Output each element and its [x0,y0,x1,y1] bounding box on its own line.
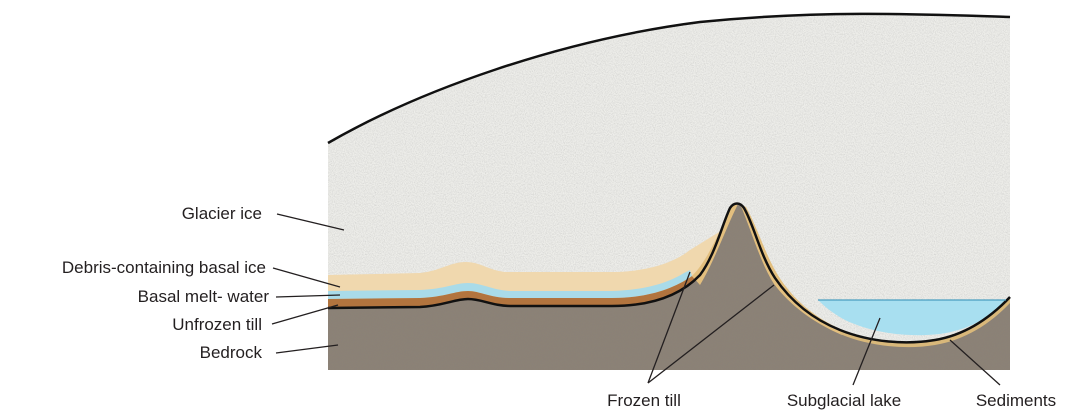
label-bedrock: Bedrock [200,343,263,362]
label-frozen-till: Frozen till [607,391,681,410]
label-glacier-ice: Glacier ice [182,204,262,223]
label-sediments: Sediments [976,391,1056,410]
label-subglacial-lake: Subglacial lake [787,391,901,410]
label-basal-meltwater: Basal melt- water [138,287,270,306]
label-debris-basal-ice: Debris-containing basal ice [62,258,266,277]
label-unfrozen-till: Unfrozen till [172,315,262,334]
